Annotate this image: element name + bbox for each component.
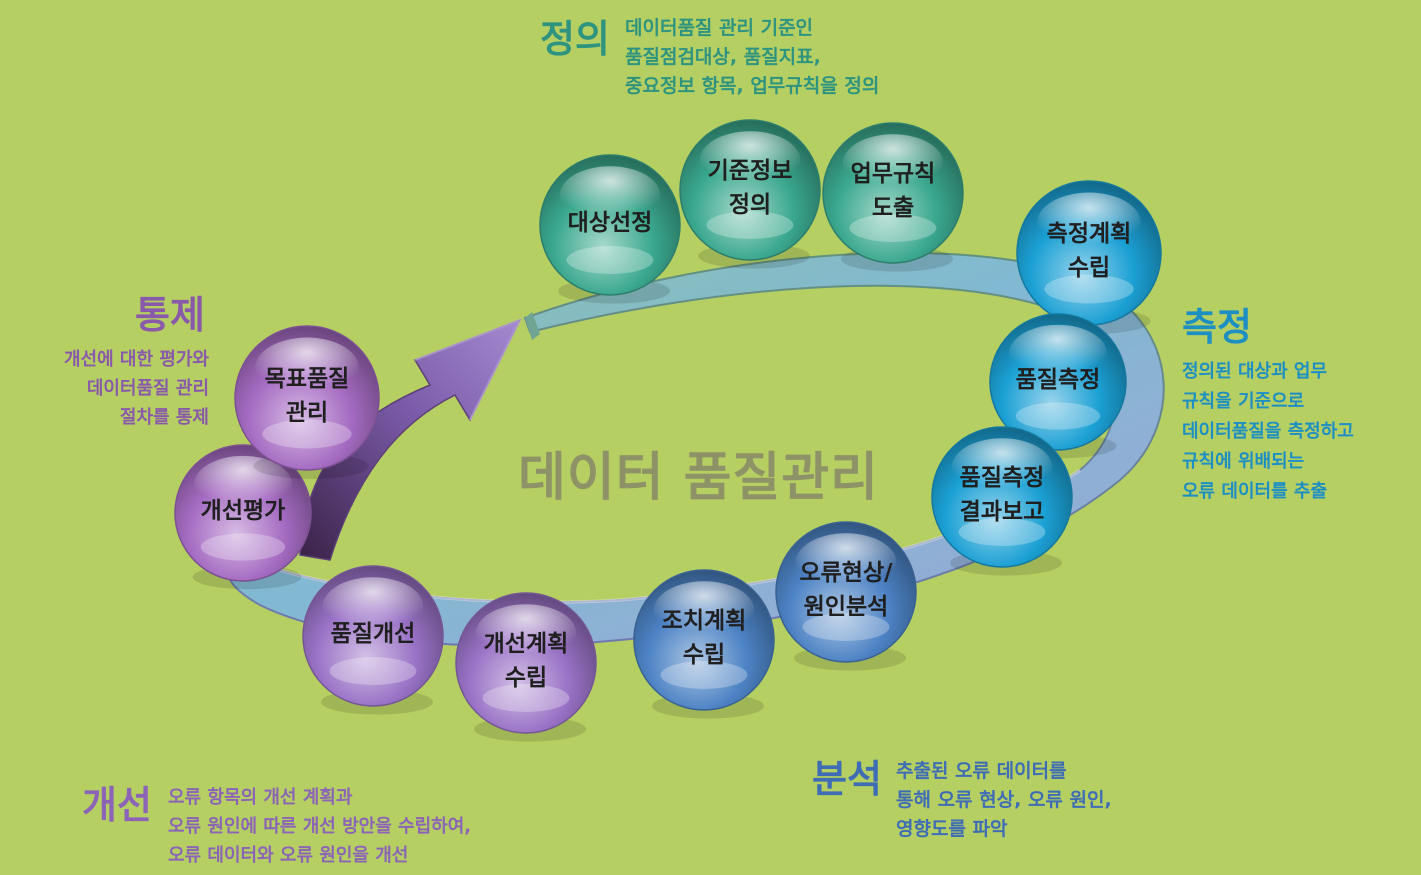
node-highlight xyxy=(951,438,1053,497)
node-label: 관리 xyxy=(286,400,328,426)
measurement-desc-line: 규칙에 위배되는 xyxy=(1182,451,1305,472)
measurement-desc-line: 데이터품질을 측정하고 xyxy=(1182,421,1354,442)
definition-description: 데이터품질 관리 기준인 품질점검대상, 품질지표, 중요정보 항목, 업무규칙… xyxy=(625,14,879,101)
analysis-description: 추출된 오류 데이터를 통해 오류 현상, 오류 원인, 영향도를 파악 xyxy=(896,757,1112,844)
node-label: 기준정보 xyxy=(708,158,793,184)
node-quality-measurement: 품질측정 xyxy=(989,313,1127,459)
node-highlight xyxy=(559,166,661,226)
node-highlight xyxy=(699,131,801,191)
improvement-description: 오류 항목의 개선 계획과 오류 원인에 따른 개선 방안을 수립하여, 오류 … xyxy=(168,783,471,870)
node-highlight xyxy=(842,134,944,194)
node-label: 수립 xyxy=(505,665,547,691)
analysis-desc-line: 통해 오류 현상, 오류 원인, xyxy=(896,789,1112,811)
node-reflection xyxy=(706,211,794,239)
analysis-desc-line: 추출된 오류 데이터를 xyxy=(896,760,1067,782)
node-reflection xyxy=(262,419,352,449)
node-label: 업무규칙 xyxy=(851,161,936,187)
definition-desc-line: 중요정보 항목, 업무규칙을 정의 xyxy=(625,75,880,97)
node-label: 대상선정 xyxy=(568,210,653,236)
measurement-desc-line: 규칙을 기준으로 xyxy=(1182,391,1305,412)
node-label: 측정계획 xyxy=(1047,221,1132,247)
node-highlight xyxy=(194,455,292,513)
node-highlight xyxy=(255,337,359,399)
node-error-analysis: 오류현상/원인분석 xyxy=(775,521,917,671)
node-quality-improvement: 품질개선 xyxy=(302,565,444,715)
measurement-desc-line: 정의된 대상과 업무 xyxy=(1182,361,1328,382)
flow-ring-start-tip xyxy=(525,312,540,340)
node-label: 오류현상/ xyxy=(799,560,893,586)
control-description: 개선에 대한 평가와 데이터품질 관리 절차를 통제 xyxy=(64,345,209,432)
node-label: 조치계획 xyxy=(662,608,747,634)
improvement-title: 개선 xyxy=(82,783,152,827)
node-label: 개선평가 xyxy=(201,498,286,524)
node-reflection xyxy=(802,613,890,641)
node-label: 목표품질 xyxy=(265,366,350,392)
node-label: 정의 xyxy=(729,192,771,218)
improvement-desc-line: 오류 항목의 개선 계획과 xyxy=(168,787,353,808)
node-label: 품질개선 xyxy=(331,621,416,647)
node-reflection xyxy=(1044,274,1134,304)
definition-desc-line: 데이터품질 관리 기준인 xyxy=(625,17,814,39)
node-label: 개선계획 xyxy=(484,631,569,657)
control-title: 통제 xyxy=(135,293,205,337)
node-highlight xyxy=(1009,324,1107,382)
node-reflection xyxy=(329,657,417,685)
center-title: 데이터 품질관리 xyxy=(518,448,879,508)
analysis-desc-line: 영향도를 파악 xyxy=(896,818,1008,840)
definition-title: 정의 xyxy=(540,17,610,61)
node-label: 결과보고 xyxy=(960,499,1045,525)
measurement-description: 정의된 대상과 업무 규칙을 기준으로 데이터품질을 측정하고 규칙에 위배되는… xyxy=(1182,357,1354,507)
node-label: 품질측정 xyxy=(1016,367,1101,393)
measurement-desc-line: 오류 데이터를 추출 xyxy=(1182,481,1328,502)
improvement-desc-line: 오류 원인에 따른 개선 방안을 수립하여, xyxy=(168,816,472,837)
node-target-selection: 대상선정 xyxy=(539,154,681,304)
node-highlight xyxy=(475,604,577,663)
node-reflection xyxy=(1015,402,1101,430)
node-label: 수립 xyxy=(683,642,725,668)
node-reflection xyxy=(958,518,1046,546)
measurement-title: 측정 xyxy=(1182,305,1252,349)
control-desc-line: 개선에 대한 평가와 xyxy=(63,349,209,370)
node-label: 원인분석 xyxy=(804,594,889,620)
node-improvement-evaluation: 개선평가 xyxy=(174,444,312,590)
node-highlight xyxy=(1037,192,1141,253)
node-label: 품질측정 xyxy=(960,465,1045,491)
node-label: 도출 xyxy=(872,195,914,221)
control-desc-line: 절차를 통제 xyxy=(119,407,209,428)
node-label: 수립 xyxy=(1068,255,1110,281)
node-reflection xyxy=(200,533,286,561)
node-highlight xyxy=(795,533,897,592)
node-reflection xyxy=(849,214,937,242)
control-arrow-highlight xyxy=(414,318,523,421)
node-reflection xyxy=(482,684,570,712)
node-reflection xyxy=(660,661,748,689)
definition-desc-line: 품질점검대상, 품질지표, xyxy=(625,46,821,68)
improvement-desc-line: 오류 데이터와 오류 원인을 개선 xyxy=(168,845,409,866)
node-highlight xyxy=(653,581,755,640)
analysis-title: 분석 xyxy=(812,757,882,801)
node-reflection xyxy=(566,246,654,274)
control-desc-line: 데이터품질 관리 xyxy=(86,378,209,399)
node-highlight xyxy=(322,577,424,636)
